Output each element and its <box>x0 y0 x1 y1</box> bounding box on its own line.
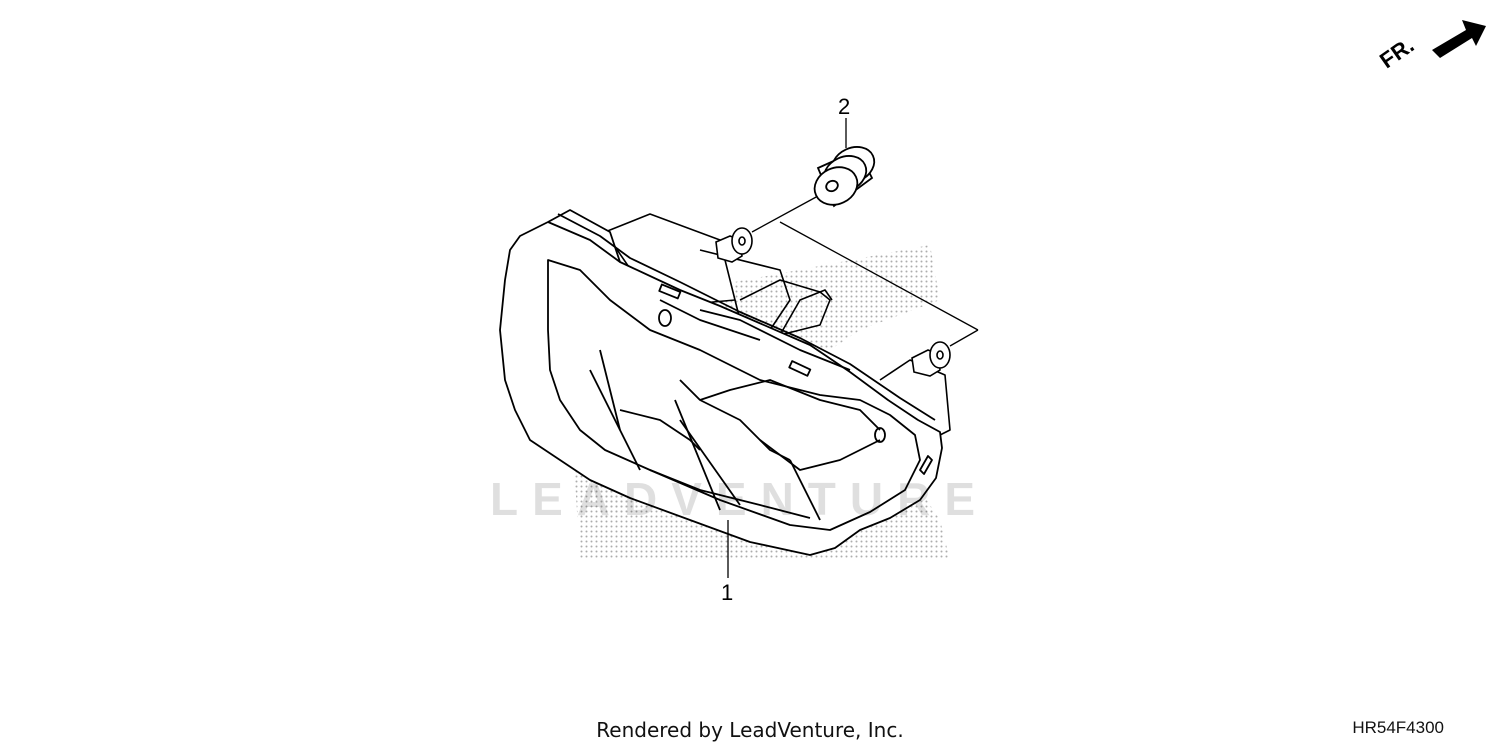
mounting-post-right <box>911 341 951 377</box>
taillight-assembly <box>499 209 943 556</box>
callout-part-2: 2 <box>838 94 851 119</box>
footer-credit: Rendered by LeadVenture, Inc. <box>596 718 904 742</box>
watermark-text: LEADVENTURE <box>490 473 990 525</box>
mounting-post-left <box>715 227 753 263</box>
callout-part-1: 1 <box>721 580 734 605</box>
diagram-code: HR54F4300 <box>1352 718 1444 737</box>
leader-lines-part-2 <box>751 118 979 347</box>
grommet-part-2 <box>813 146 876 208</box>
arrow-right-up-icon <box>1432 20 1486 58</box>
